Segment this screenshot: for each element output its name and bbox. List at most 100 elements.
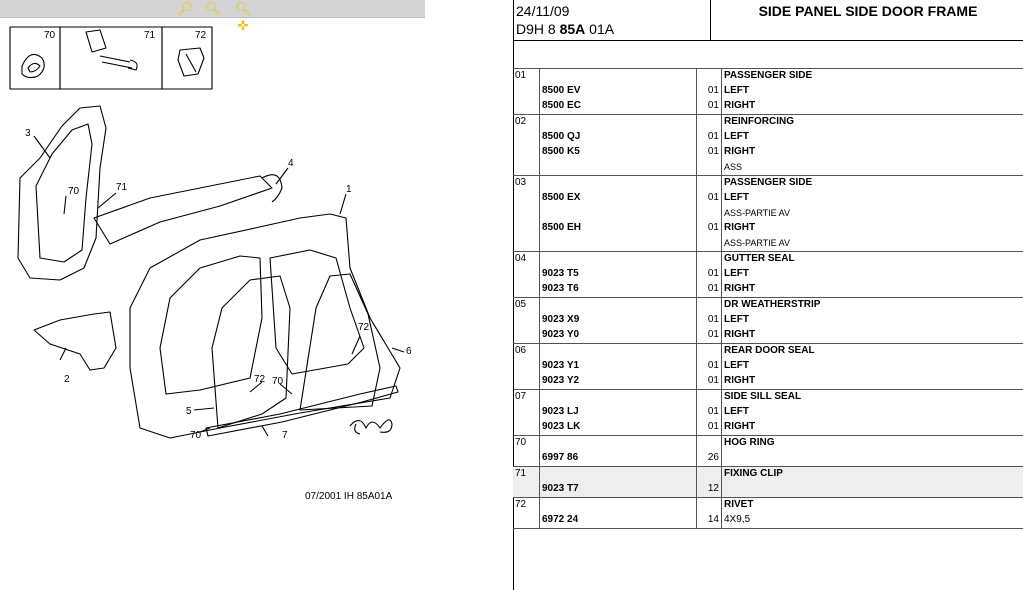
zoom-out-icon[interactable]: 🔍︎ [204,1,222,16]
description: LEFT [721,84,1023,99]
quantity: 01 [696,99,722,115]
group-number: 01 [513,68,540,84]
part-reference: 9023 X9 [539,313,697,328]
quantity [696,389,722,405]
pane-left-rule [513,0,514,590]
quantity: 14 [696,513,722,529]
figure-reference: 07/2001 IH 85A01A [305,491,393,502]
pan-zoom-icon[interactable]: 🔍︎✜ [234,1,252,33]
table-row[interactable]: 72 RIVET [513,497,1023,513]
table-row[interactable]: ASS [513,160,1023,176]
description: LEFT [721,359,1023,374]
diagram-toolbar: 🔎︎ 🔍︎ 🔍︎✜ [0,0,425,33]
description: RIGHT [721,145,1023,160]
part-reference: 8500 QJ [539,130,697,145]
group-number [513,160,540,176]
group-number: 05 [513,297,540,313]
quantity [696,206,722,221]
description: RIGHT [721,328,1023,344]
description: RIGHT [721,420,1023,436]
part-reference: 9023 Y2 [539,374,697,390]
description: ASS [721,160,1023,176]
page-title: SIDE PANEL SIDE DOOR FRAME [758,3,978,19]
quantity [696,466,722,482]
group-number [513,482,540,498]
table-row[interactable]: ASS-PARTIE AV [513,236,1023,252]
description: ASS-PARTIE AV [721,206,1023,221]
parts-list-pane: 24/11/09 D9H 8 85A 01A SIDE PANEL SIDE D… [513,0,1023,590]
group-number [513,236,540,252]
part-reference: 9023 T5 [539,267,697,282]
quantity: 01 [696,191,722,206]
diagram-label: 71 [116,182,128,193]
reinforcing-part [33,311,117,371]
description: RIGHT [721,99,1023,115]
callout-label-71: 71 [144,30,156,41]
table-row[interactable]: 05 DR WEATHERSTRIP [513,297,1023,313]
description: RIVET [721,497,1023,513]
description: DR WEATHERSTRIP [721,297,1023,313]
part-reference [539,435,697,451]
part-reference [539,175,697,191]
group-number: 04 [513,251,540,267]
quantity: 01 [696,282,722,298]
group-number [513,221,540,236]
group-number: 72 [513,497,540,513]
description: PASSENGER SIDE [721,68,1023,84]
description: FIXING CLIP [721,466,1023,482]
group-number [513,130,540,145]
group-number [513,313,540,328]
diagram-label: 2 [64,374,70,385]
rivet-shape [177,47,205,77]
side-sill-seal-part [205,385,399,437]
table-row[interactable]: 01 PASSENGER SIDE [513,68,1023,84]
part-reference [539,343,697,359]
description: SIDE SILL SEAL [721,389,1023,405]
part-reference: 9023 T7 [539,482,697,498]
hog-ring-shape [21,53,45,79]
diagram-label: 4 [288,158,294,169]
quantity: 01 [696,405,722,420]
quantity [696,297,722,313]
gutter-seal-part [93,175,273,245]
quantity [696,251,722,267]
side-panel-part [129,213,401,439]
description: 4X9,5 [721,513,1023,529]
group-number: 02 [513,114,540,130]
description: LEFT [721,267,1023,282]
quantity: 01 [696,84,722,99]
group-number [513,267,540,282]
zoom-in-icon[interactable]: 🔎︎ [176,1,194,16]
group-number [513,84,540,99]
group-number: 06 [513,343,540,359]
group-number [513,513,540,529]
diagram-label: 6 [406,346,412,357]
header-code-bold: 85A [559,21,586,37]
table-row[interactable]: ASS-PARTIE AV [513,206,1023,221]
